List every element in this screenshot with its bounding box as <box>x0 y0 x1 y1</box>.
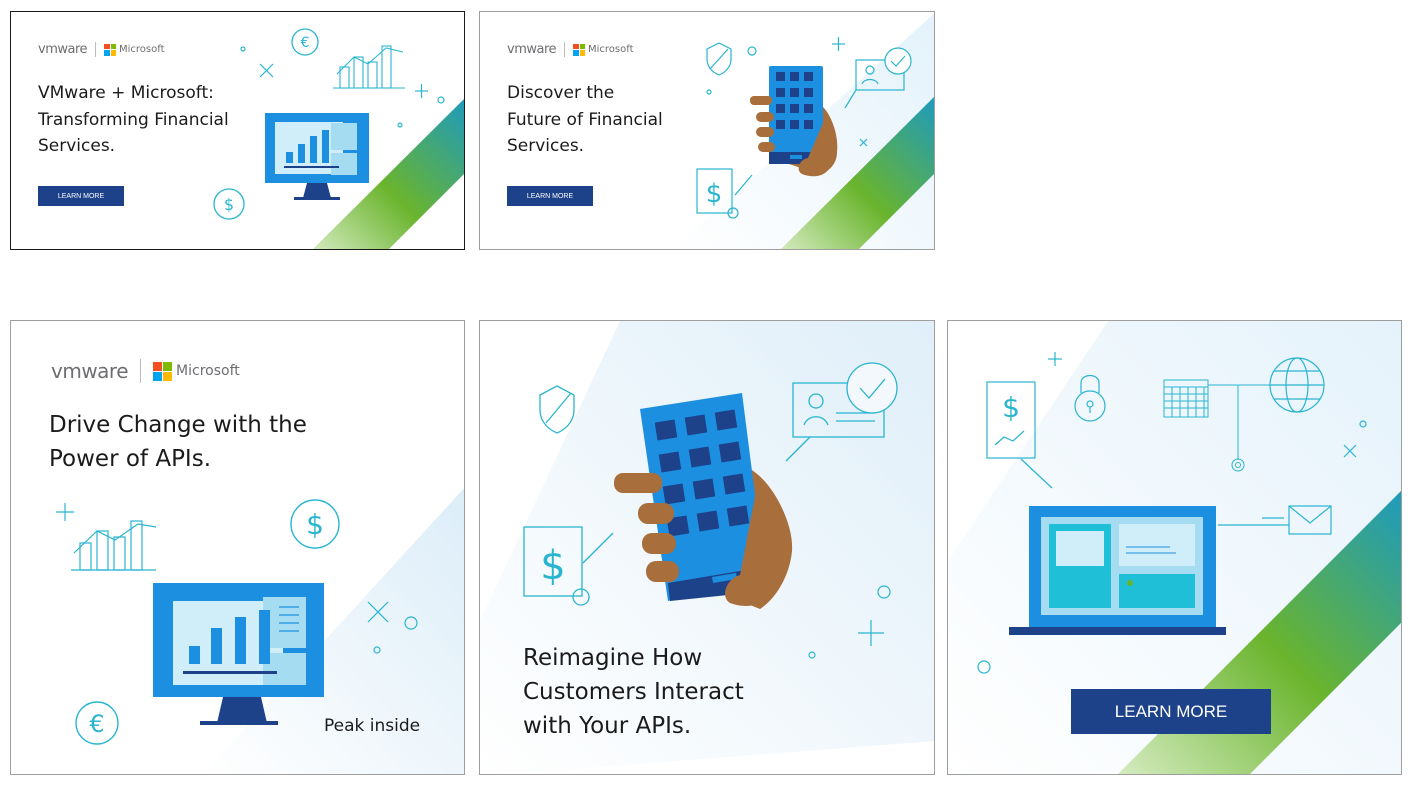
svg-text:$: $ <box>540 543 565 589</box>
co-brand-logo: vmware Microsoft <box>51 359 240 383</box>
dollar-icon: $ <box>290 499 340 549</box>
co-brand-logo: vmware Microsoft <box>507 42 634 57</box>
headline-line: Drive Change with the <box>49 412 307 438</box>
svg-text:$: $ <box>224 195 234 214</box>
shield-icon <box>706 42 732 76</box>
banner-transforming-financial-services[interactable]: € $ <box>10 11 465 250</box>
headline-line: Services. <box>38 136 116 156</box>
svg-text:$: $ <box>706 179 723 209</box>
microsoft-wordmark: Microsoft <box>176 363 240 379</box>
phone-icon <box>750 66 838 177</box>
profile-check-icon <box>844 47 912 109</box>
headline: Reimagine How Customers Interact with Yo… <box>523 641 744 743</box>
logo-divider <box>95 42 97 57</box>
learn-more-button[interactable]: LEARN MORE <box>1071 689 1271 734</box>
decor-marks <box>808 585 891 659</box>
decor-marks <box>977 352 1367 674</box>
learn-more-button[interactable]: LEARN MORE <box>38 186 124 206</box>
headline: Discover the Future of Financial Service… <box>507 80 663 160</box>
dollar-icon: $ <box>986 381 1053 489</box>
banner-future-of-financial-services[interactable]: $ vmware Microsoft <box>479 11 935 250</box>
euro-icon: € <box>291 28 319 56</box>
headline-line: with Your APIs. <box>523 713 692 739</box>
headline-line: Services. <box>507 136 585 156</box>
banner-illustration: $ <box>672 13 934 249</box>
headline: VMware + Microsoft: Transforming Financi… <box>38 80 229 160</box>
diagonal-stripe <box>781 96 934 249</box>
banner-illustration: $ <box>480 321 934 774</box>
co-brand-logo: vmware Microsoft <box>38 42 165 57</box>
envelope-icon <box>1218 505 1332 535</box>
microsoft-logo-icon <box>153 361 173 381</box>
headline-line: VMware + Microsoft: <box>38 83 214 103</box>
vmware-logo: vmware <box>507 42 557 57</box>
logo-divider <box>140 359 142 383</box>
bar-chart-icon <box>333 45 405 89</box>
vmware-logo: vmware <box>38 42 88 57</box>
decor-marks <box>240 46 445 128</box>
svg-text:€: € <box>89 710 104 738</box>
decor-marks <box>56 503 418 654</box>
globe-icon <box>1269 357 1325 413</box>
logo-divider <box>564 42 566 57</box>
diagonal-stripe <box>313 98 464 249</box>
banner-reimagine-apis[interactable]: $ <box>479 320 935 775</box>
headline-line: Power of APIs. <box>49 446 212 472</box>
banner-illustration: € $ <box>213 28 464 249</box>
headline-line: Future of Financial <box>507 109 663 130</box>
dollar-icon: $ <box>696 168 753 214</box>
svg-text:$: $ <box>306 508 324 541</box>
svg-text:$: $ <box>1002 391 1020 424</box>
banner-illustration: $ € <box>56 488 464 774</box>
dollar-icon: $ <box>213 188 245 220</box>
dollar-icon: $ <box>523 526 614 606</box>
svg-text:€: € <box>301 35 310 51</box>
banner-learn-more-laptop[interactable]: $ <box>947 320 1402 775</box>
banner-drive-change-apis[interactable]: $ € vmware Microsoft Drive Chang <box>10 320 465 775</box>
headline-line: Transforming Financial <box>38 109 229 130</box>
banner-illustration: $ <box>948 321 1401 774</box>
bar-chart-icon <box>71 520 157 571</box>
microsoft-logo-icon <box>104 43 117 56</box>
peak-inside-cta[interactable]: Peak inside <box>324 716 421 736</box>
microsoft-wordmark: Microsoft <box>119 44 165 55</box>
calendar-icon <box>1163 379 1270 472</box>
euro-icon: € <box>75 701 119 745</box>
microsoft-wordmark: Microsoft <box>588 44 634 55</box>
shield-icon <box>539 385 575 434</box>
vmware-logo: vmware <box>51 359 129 383</box>
headline-line: Discover the <box>507 83 615 103</box>
monitor-icon <box>265 113 369 200</box>
headline-line: Customers Interact <box>523 679 744 705</box>
monitor-icon <box>153 583 324 725</box>
headline-line: Reimagine How <box>523 645 703 671</box>
laptop-icon <box>1009 506 1226 635</box>
phone-icon <box>614 393 793 609</box>
headline: Drive Change with the Power of APIs. <box>49 408 307 476</box>
profile-check-icon <box>785 362 898 462</box>
microsoft-logo-icon <box>573 43 586 56</box>
padlock-icon <box>1074 374 1106 422</box>
learn-more-button[interactable]: LEARN MORE <box>507 186 593 206</box>
